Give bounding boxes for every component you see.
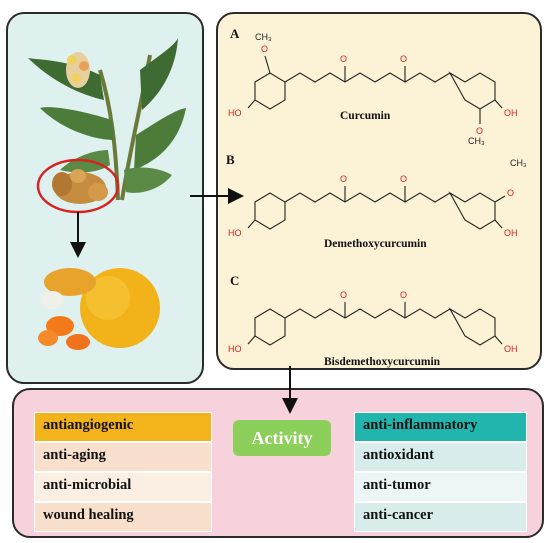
activity-item: anti-tumor [354, 472, 527, 502]
turmeric-plant-illustration [28, 38, 186, 204]
compound-name-bisdemethoxycurcumin: Bisdemethoxycurcumin [324, 356, 441, 368]
atom-ho: HO [228, 228, 242, 238]
activity-item: antiangiogenic [34, 412, 212, 442]
activity-item: wound healing [34, 502, 212, 532]
activity-item: anti-inflammatory [354, 412, 527, 442]
turmeric-powder-illustration [38, 268, 160, 350]
atom-o: O [340, 174, 347, 184]
atom-oh: OH [504, 108, 518, 118]
atom-ho: HO [228, 108, 242, 118]
activity-item: anti-aging [34, 442, 212, 472]
atom-ho: HO [228, 344, 242, 354]
compound-name-demethoxycurcumin: Demethoxycurcumin [324, 238, 427, 250]
atom-o: O [507, 188, 514, 198]
structures-panel [216, 12, 542, 370]
activity-item: anti-cancer [354, 502, 527, 532]
atom-o: O [340, 54, 347, 64]
atom-o: O [261, 44, 268, 54]
compound-letter-c: C [230, 273, 240, 288]
atom-ch3: CH₃ [255, 32, 272, 42]
atom-o: O [400, 54, 407, 64]
atom-ch3: CH₃ [468, 136, 485, 146]
activity-badge: Activity [233, 420, 331, 456]
activity-item: antioxidant [354, 442, 527, 472]
atom-o: O [476, 126, 483, 136]
atom-oh: OH [504, 228, 518, 238]
atom-ch3: CH₃ [510, 158, 527, 168]
activity-item: anti-microbial [34, 472, 212, 502]
atom-o: O [400, 290, 407, 300]
compound-name-curcumin: Curcumin [340, 110, 391, 122]
compound-letter-a: A [230, 26, 240, 41]
atom-o: O [400, 174, 407, 184]
compound-letter-b: B [226, 152, 235, 167]
atom-oh: OH [504, 344, 518, 354]
atom-o: O [340, 290, 347, 300]
